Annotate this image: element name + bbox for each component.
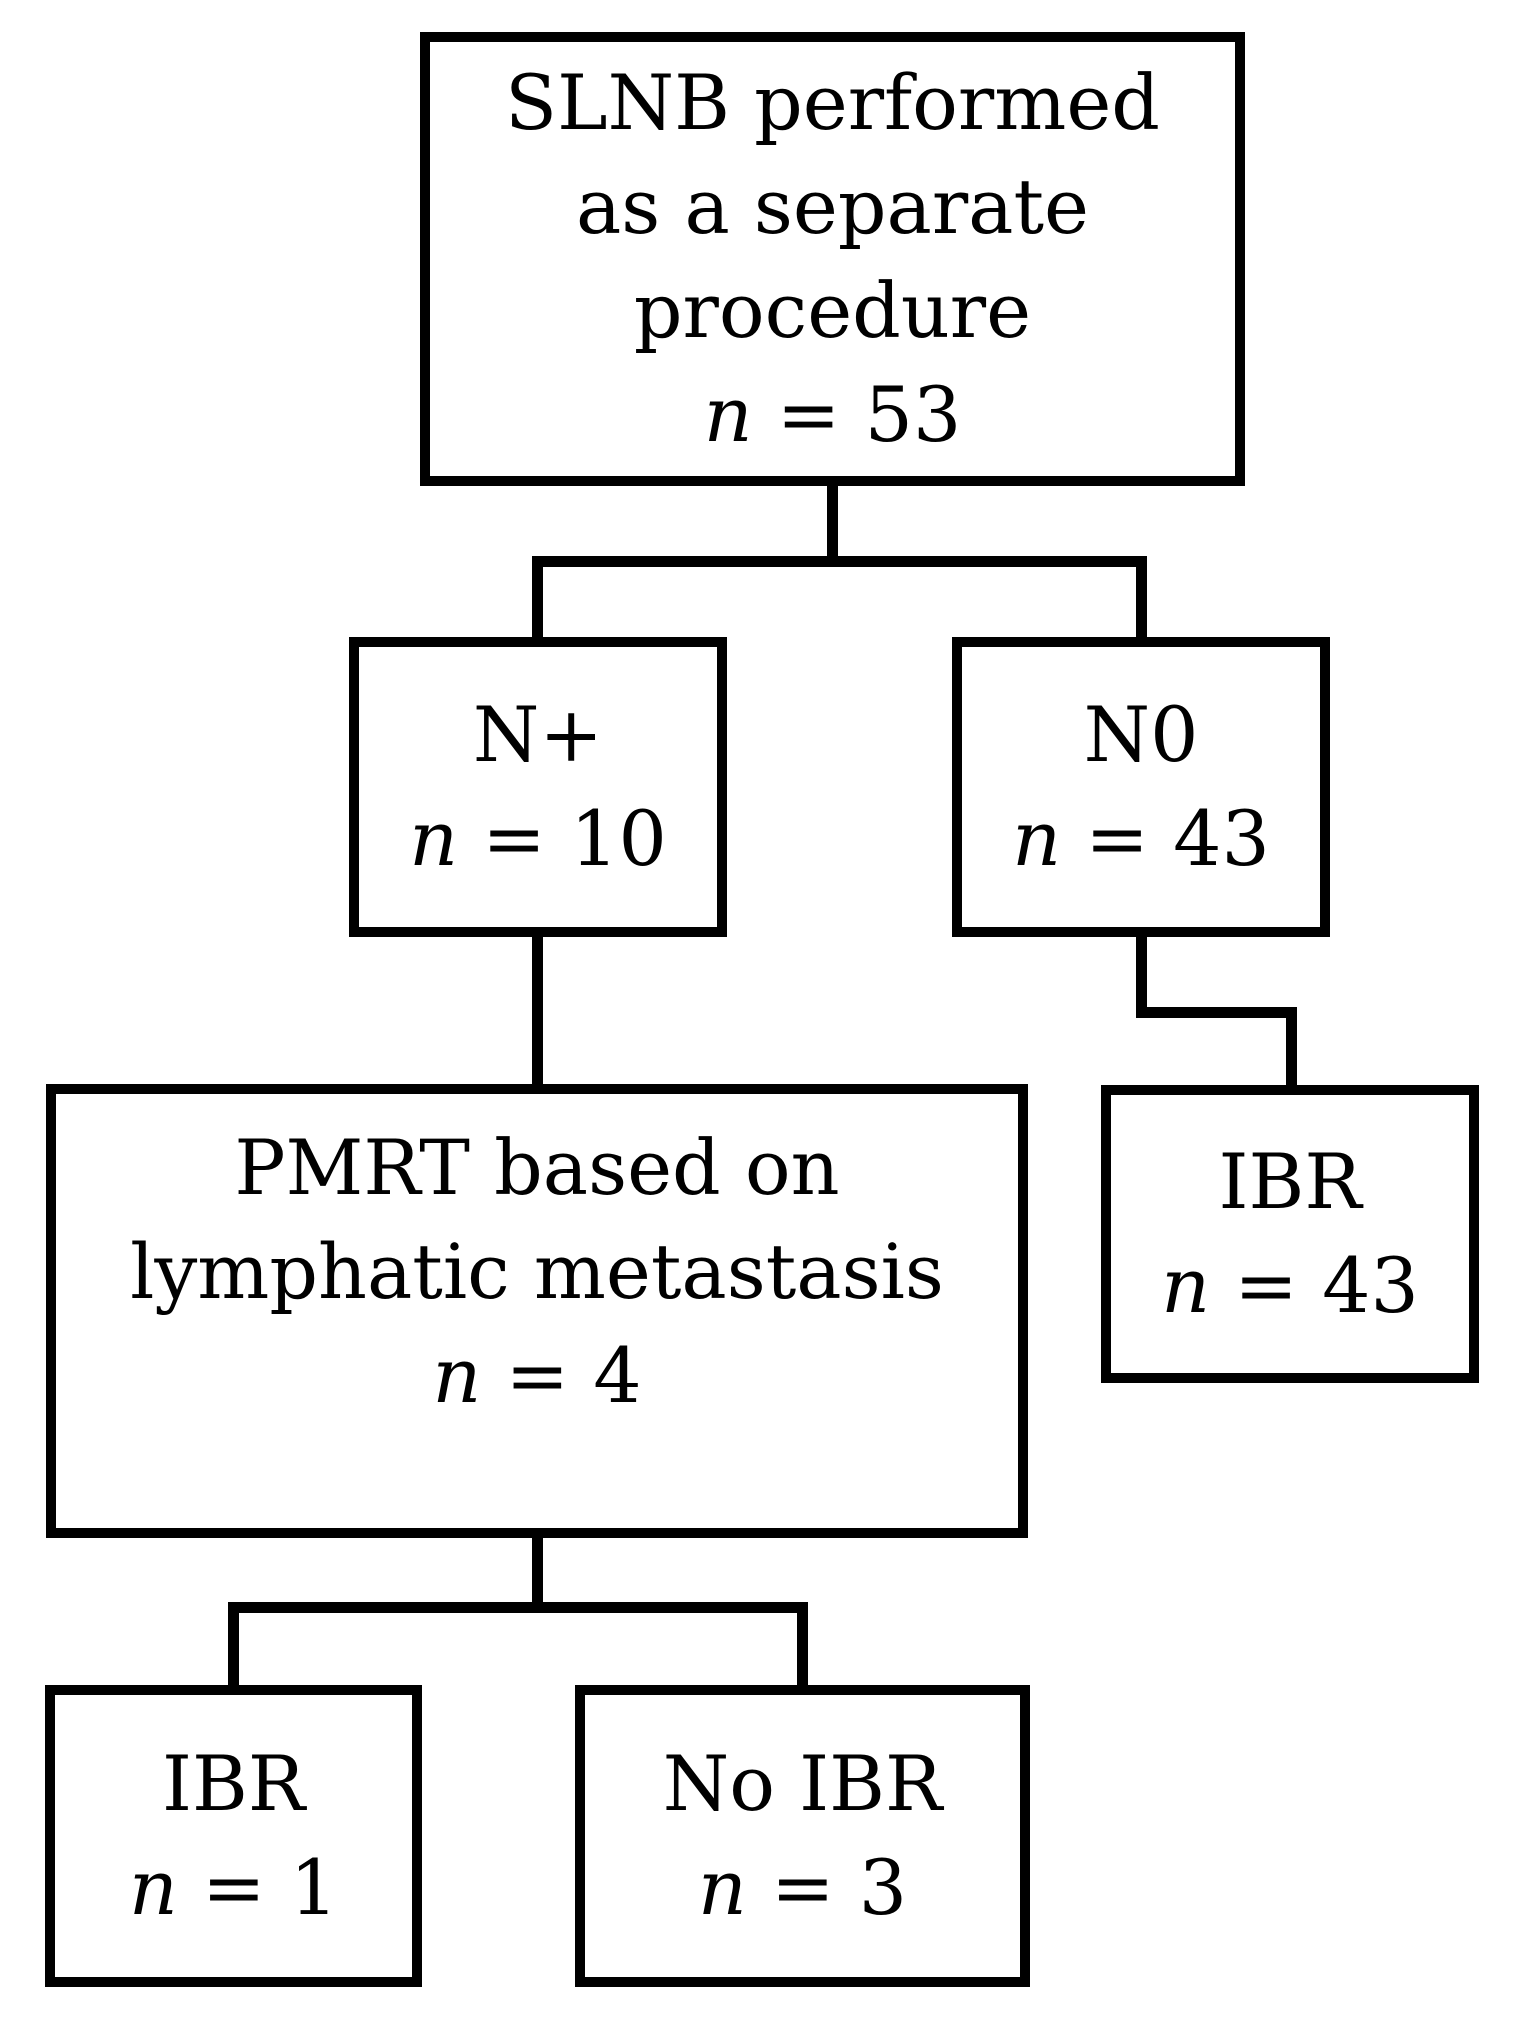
- node-text-line: procedure: [633, 266, 1032, 355]
- n-value: = 3: [770, 1843, 908, 1932]
- n-value: = 53: [776, 370, 962, 459]
- node-text-line: lymphatic metastasis: [130, 1227, 944, 1316]
- edge-drop-to-n0: [1136, 556, 1147, 648]
- node-ibr-from-n0: IBR n = 43: [1101, 1085, 1479, 1383]
- node-count-line: n = 3: [698, 1836, 907, 1940]
- edge-drop-to-n-plus: [532, 556, 543, 648]
- edge-n-plus-to-pmrt: [532, 930, 543, 1094]
- n-symbol: n: [697, 1843, 747, 1932]
- n-value: = 1: [201, 1843, 339, 1932]
- node-count-line: n = 1: [129, 1836, 338, 1940]
- node-count-line: n = 43: [1161, 1234, 1419, 1338]
- edge-n0-elbow-horizontal: [1136, 1007, 1297, 1018]
- n-symbol: n: [1161, 1241, 1211, 1330]
- node-ibr-from-pmrt: IBR n = 1: [45, 1685, 422, 1987]
- edge-pmrt-stub: [532, 1531, 543, 1613]
- node-count-line: n = 53: [704, 363, 962, 467]
- edge-slnb-split-bar: [532, 556, 1147, 567]
- node-pmrt: PMRT based on lymphatic metastasis n = 4: [46, 1084, 1028, 1538]
- edge-drop-to-ibr: [228, 1602, 239, 1695]
- n-symbol: n: [409, 794, 459, 883]
- node-text-line: IBR: [1218, 1137, 1362, 1226]
- edge-pmrt-split-bar: [228, 1602, 808, 1613]
- node-count-line: n = 43: [1012, 787, 1270, 891]
- n-symbol: n: [432, 1331, 482, 1420]
- node-text-line: IBR: [161, 1739, 306, 1828]
- node-count-line: n = 10: [409, 787, 667, 891]
- node-no-ibr: No IBR n = 3: [575, 1685, 1030, 1987]
- n-symbol: n: [1012, 794, 1062, 883]
- edge-n0-elbow-vertical2: [1286, 1007, 1297, 1095]
- edge-n0-elbow-vertical1: [1136, 930, 1147, 1018]
- n-value: = 4: [505, 1331, 642, 1420]
- node-slnb-performed: SLNB performed as a separate procedure n…: [420, 32, 1245, 486]
- edge-drop-to-no-ibr: [797, 1602, 808, 1695]
- edge-slnb-stub: [827, 480, 838, 567]
- node-count-line: n = 4: [432, 1324, 641, 1428]
- node-text-line: as a separate: [575, 162, 1090, 251]
- node-n0: N0 n = 43: [952, 637, 1330, 937]
- node-text-line: N0: [1083, 690, 1199, 779]
- node-text-line: N+: [472, 690, 604, 779]
- n-symbol: n: [128, 1843, 178, 1932]
- node-n-plus: N+ n = 10: [349, 637, 727, 937]
- node-text-line: SLNB performed: [505, 58, 1160, 147]
- n-value: = 43: [1234, 1241, 1419, 1330]
- n-symbol: n: [703, 370, 753, 459]
- node-text-line: PMRT based on: [234, 1123, 840, 1212]
- n-value: = 10: [482, 794, 667, 883]
- node-text-line: No IBR: [662, 1739, 943, 1828]
- n-value: = 43: [1085, 794, 1270, 883]
